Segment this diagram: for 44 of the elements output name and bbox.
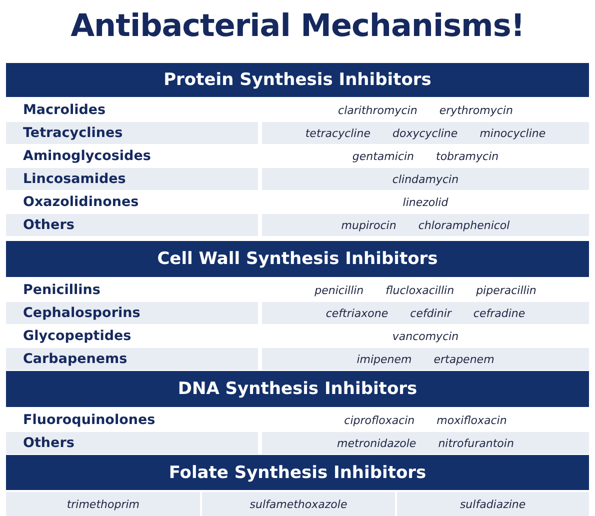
drug-class: Others — [23, 217, 74, 233]
drug-name: metronidazole — [337, 436, 416, 450]
drug-name: ertapenem — [434, 352, 494, 366]
drug-name: chloramphenicol — [418, 218, 510, 232]
drug-name: trimethoprim — [66, 498, 140, 510]
drug-class: Carbapenems — [23, 351, 128, 367]
section-header: Cell Wall Synthesis Inhibitors — [6, 241, 589, 277]
drug-name: erythromycin — [439, 104, 513, 116]
drug-class: Tetracyclines — [23, 125, 123, 141]
drug-class: Others — [23, 435, 74, 451]
drug-name: clarithromycin — [338, 104, 418, 116]
drug-name: penicillin — [314, 284, 364, 296]
drug-class: Aminoglycosides — [23, 148, 151, 164]
drug-class: Penicillins — [23, 282, 100, 298]
drug-class: Glycopeptides — [23, 328, 132, 344]
drug-class: Oxazolidinones — [23, 194, 139, 210]
title: Antibacterial Mechanisms! — [70, 8, 526, 44]
drug-name: clindamycin — [392, 172, 459, 186]
drug-name: imipenem — [356, 352, 412, 366]
drug-name: sulfadiazine — [460, 498, 526, 510]
drug-name: tetracycline — [305, 126, 370, 140]
section-header: Protein Synthesis Inhibitors — [6, 63, 589, 97]
drug-name: ciprofloxacin — [344, 414, 415, 426]
drug-name: flucloxacillin — [386, 284, 454, 296]
drug-name: minocycline — [480, 126, 546, 140]
drug-name: linezolid — [402, 196, 448, 208]
drug-name: cefdinir — [410, 306, 452, 320]
drug-name: mupirocin — [341, 218, 396, 232]
drug-class: Fluoroquinolones — [23, 412, 156, 428]
drug-name: sulfamethoxazole — [250, 498, 348, 510]
drug-name: vancomycin — [392, 330, 459, 342]
drug-name: nitrofurantoin — [438, 436, 514, 450]
drug-class: Cephalosporins — [23, 305, 140, 321]
drug-name: gentamicin — [352, 150, 414, 162]
drug-name: tobramycin — [436, 150, 499, 162]
drug-name: piperacillin — [476, 284, 536, 296]
drug-class: Macrolides — [23, 102, 106, 118]
drug-name: moxifloxacin — [436, 414, 507, 426]
section-header: Folate Synthesis Inhibitors — [6, 455, 589, 490]
drug-class: Lincosamides — [23, 171, 126, 187]
section-header: DNA Synthesis Inhibitors — [6, 371, 589, 407]
drug-name: doxycycline — [392, 126, 458, 140]
drug-name: cefradine — [473, 306, 526, 320]
drug-name: ceftriaxone — [326, 306, 388, 320]
